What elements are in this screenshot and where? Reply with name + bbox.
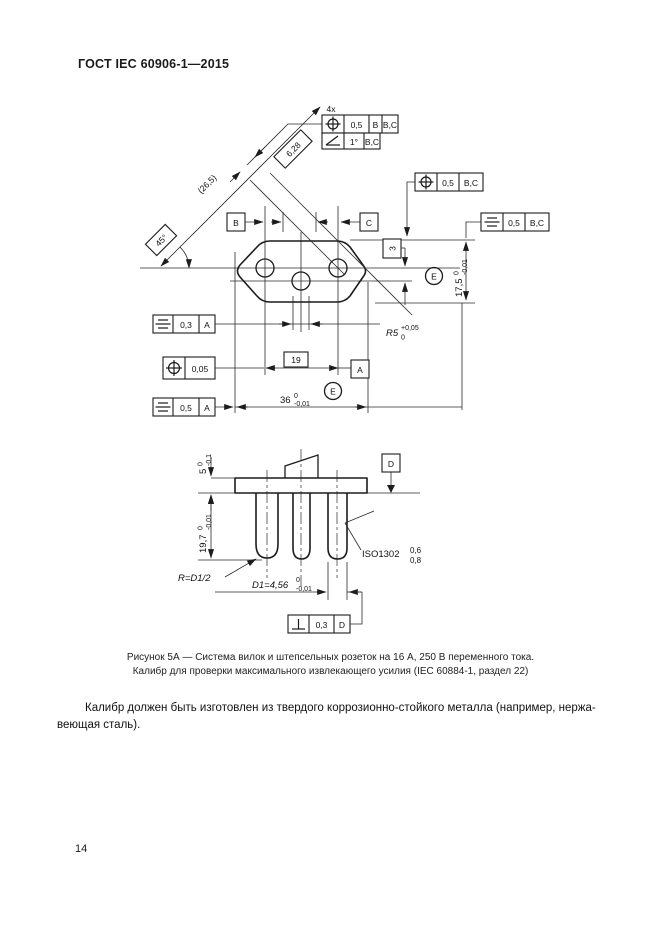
dim-19-7-sub: -0,01 [206,514,213,530]
fcf-value: 0,5 [442,178,454,188]
datum-a-label: A [357,365,363,375]
fcf-position-right: 0,5 B,C [403,172,484,237]
dim-d1-sub: -0,01 [296,586,312,593]
pin-left [255,493,279,559]
position-symbol-icon [325,116,341,132]
dim-19-7: 19,7 0 -0,01 [198,494,215,559]
dim-36-value: 36 [280,395,291,406]
fcf-datum: D [339,620,345,630]
dim-36-sub: -0,01 [294,401,310,408]
dim-17-5-value: 17,5 [454,279,465,298]
perpendicularity-symbol-icon [292,619,305,630]
datum-c-label: C [366,218,372,228]
fcf-value: 0,05 [192,364,209,374]
fcf-value: 0,3 [180,320,192,330]
datum-e-label: E [431,272,437,282]
technical-drawing: (26,5) 6,28 45° 4x [140,104,550,634]
datum-d-flag: D [381,453,401,493]
page-header: ГОСТ IEC 60906-1—2015 [78,57,230,71]
iso-lower: 0,8 [410,556,422,565]
dim-19-7-value: 19,7 [198,535,209,554]
datum-target-e-upper: E [424,266,444,286]
pin-hole-right [328,258,348,278]
plug-face-view: (26,5) 6,28 45° 4x [140,104,550,417]
gauge-plate [234,477,368,494]
datum-target-e-lower: E [323,381,343,401]
datum-e-label: E [330,387,336,397]
datum-d-label: D [388,459,394,469]
dim-d1: D1=4,56 0 -0,01 [215,577,363,625]
fcf-value: 0,3 [316,620,328,630]
dim-d1-sup: 0 [296,577,300,584]
fcf-symmetry-03: 0,3 A [152,314,380,334]
datum-b-label: B [233,218,239,228]
dim-26-5-label: (26,5) [196,172,219,195]
fcf-value: 1° [350,137,358,147]
dim-36: 36 0 -0,01 [235,393,462,411]
page-number: 14 [75,843,88,855]
dim-r5-value: R5 [386,328,399,339]
dim-r5-sub: 0 [401,335,405,342]
qty-note: 4x [327,104,337,114]
fcf-datum: B [373,120,379,130]
fcf-symmetry-05: 0,5 A [152,397,234,417]
dim-19-7-sup: 0 [198,526,205,530]
pin-center [292,493,311,560]
surface-finish-note: ISO1302 0,6 0,8 [344,510,422,565]
fcf-datum: B,C [464,178,478,188]
dim-19: 19 A [265,351,370,379]
fcf-value: 0,5 [180,403,192,413]
r-note-label: R=D1/2 [178,573,211,584]
datum-triangle [387,485,395,493]
dim-5-sup: 0 [198,462,205,466]
iso-upper: 0,6 [410,546,422,555]
body-line1: Калибр должен быть изготовлен из твердог… [85,702,596,714]
dim-3-label: 3 [388,246,398,251]
position-symbol-icon [418,174,434,190]
position-symbol-icon [166,360,182,376]
symmetry-symbol-icon [155,319,171,329]
dim-5-sub: -0,1 [206,454,213,466]
fcf-datum: A [204,320,210,330]
dim-36-sup: 0 [294,393,298,400]
dim-5-value: 5 [198,469,209,474]
dim-17-5-sup: 0 [454,271,461,275]
fcf-datum: B,C [365,137,379,147]
fcf-datum: B,C [383,120,397,130]
symmetry-symbol-icon [155,402,171,412]
dim-17-5-sub: -0,01 [462,259,469,275]
fcf-perpendicularity: 0,3 D [287,614,351,634]
iso-label: ISO1302 [362,549,400,560]
diagonal-dimensions: (26,5) 6,28 45° [144,106,413,316]
dim-d1-value: D1=4,56 [252,580,289,591]
symmetry-symbol-icon [484,217,500,227]
gauge-key-blade [284,454,319,478]
fcf-datum: B,C [530,218,544,228]
fcf-symmetry-right: 0,5 B,C [465,212,550,238]
angularity-symbol-icon [325,135,340,146]
fcf-position-005: 0,05 [162,356,264,380]
dim-3-offset: 3 [382,238,409,305]
figure-caption: Рисунок 5А — Система вилок и штепсельных… [0,651,661,678]
datum-b-c-row: B C [226,212,379,232]
dim-17-5: 17,5 0 -0,01 [454,241,470,301]
body-line2: веющая сталь). [57,719,141,731]
fcf-value: 0,5 [508,218,520,228]
body-paragraph: Калибр должен быть изготовлен из твердог… [57,700,606,734]
pin-hole-center [291,271,311,291]
dim-r5: R5 +0,05 0 [386,325,419,342]
pin-side-view: 5 0 -0,1 19,7 0 -0,01 D [178,449,422,634]
fcf-value: 0,5 [351,120,363,130]
fcf-datum: A [204,403,210,413]
figure-caption-line1: Рисунок 5А — Система вилок и штепсельных… [126,652,535,663]
angle-45-box: 45° [144,223,178,257]
dim-19-label: 19 [291,355,301,365]
pin-tip-radius-note: R=D1/2 [178,558,257,584]
pin-right [327,493,348,560]
fcf-position-4x: 4x 0,5 B B,C 1° B,C [321,104,399,150]
dim-r5-sup: +0,05 [401,325,419,332]
figure-caption-line2: Калибр для проверки максимального извлек… [132,665,529,677]
dim-6-28-box: 6,28 [273,129,313,169]
